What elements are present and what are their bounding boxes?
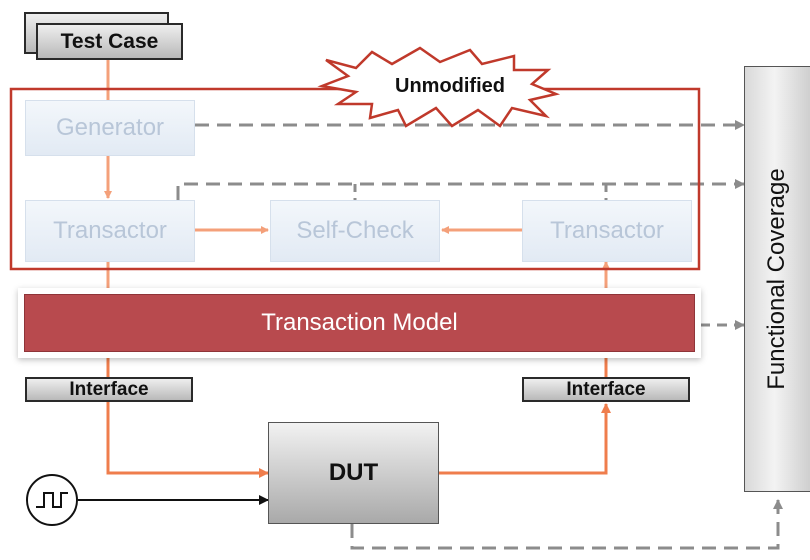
transactor-left-block[interactable]: Transactor [25,200,195,262]
interface-right-label: Interface [566,378,646,400]
self-check-label: Self-Check [296,217,414,244]
dut-to-interface-line [439,403,611,475]
transactor-left-label: Transactor [53,217,167,244]
transaction-model-label: Transaction Model [261,309,458,336]
functional-coverage-label: Functional Coverage [763,168,790,390]
functional-coverage-block[interactable] [744,66,810,492]
dut-coverage-dash [350,499,783,550]
generator-block[interactable]: Generator [25,100,195,156]
transaction-model-block[interactable]: Transaction Model [24,294,695,352]
interface-right-box[interactable]: Interface [522,377,690,402]
interface-to-dut-line [106,402,269,478]
dut-block[interactable]: DUT [268,422,439,524]
test-case-box[interactable]: Test Case [36,23,183,60]
checker-coverage-dash [176,179,745,200]
test-case-label: Test Case [60,29,159,53]
interface-left-box[interactable]: Interface [25,377,193,402]
unmodified-burst [317,46,561,128]
transactor-right-block[interactable]: Transactor [522,200,692,262]
self-check-block[interactable]: Self-Check [270,200,440,262]
interface-left-label: Interface [69,378,149,400]
unmodified-label: Unmodified [395,75,505,97]
transactor-right-label: Transactor [550,217,664,244]
generator-label: Generator [55,114,165,141]
dut-label: DUT [328,459,379,486]
